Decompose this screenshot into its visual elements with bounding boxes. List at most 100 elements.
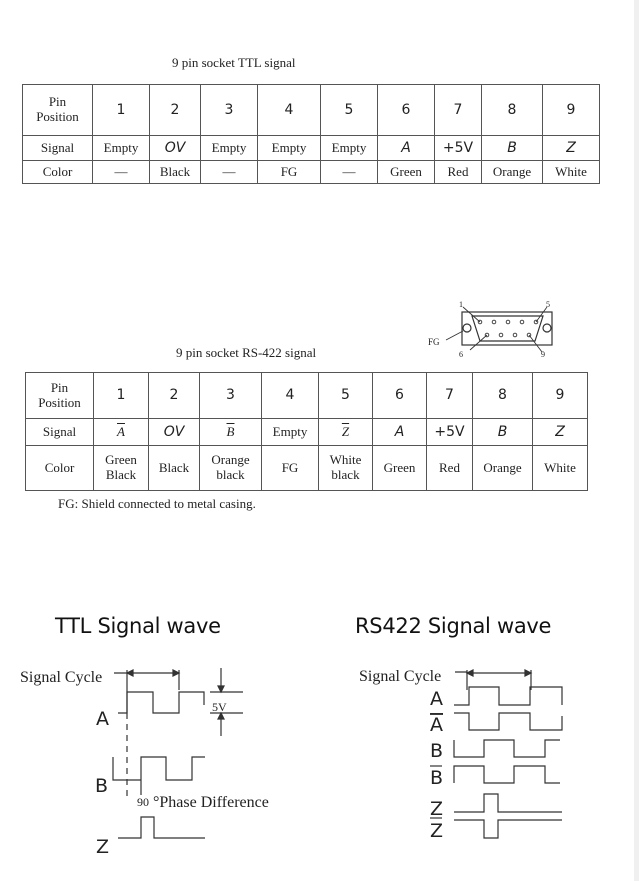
ttl-wave-b — [112, 756, 205, 795]
ttl-channel-a-label: A — [96, 708, 109, 730]
wire-color-cell: Green — [377, 160, 435, 184]
pin-number-cell: 9 — [532, 372, 588, 419]
rs422-wave-title: RS422 Signal wave — [355, 614, 552, 638]
signal-value: A — [401, 139, 411, 156]
wire-color-text: FG — [280, 163, 298, 179]
signal-cell: Empty — [320, 135, 378, 161]
connector-fg-label: FG — [428, 337, 440, 347]
rs422-channel-z-inverted-label: Z — [430, 820, 443, 842]
wire-color-cell: Black — [149, 160, 201, 184]
wire-color-cell: Green — [372, 445, 427, 491]
signal-cell: A — [372, 418, 427, 446]
pin-number-cell: 3 — [200, 84, 258, 136]
row-header-color: Color — [25, 445, 94, 491]
rs422-channel-a-inverted-label: A — [430, 714, 443, 736]
signal-value: B — [507, 139, 517, 156]
wire-color-text: — — [222, 163, 236, 179]
rs422-channel-a-label: A — [430, 688, 443, 710]
wire-color-cell: Red — [426, 445, 473, 491]
rs422-wave-a — [454, 686, 563, 706]
wire-color-text: Orange — [211, 452, 250, 468]
signal-value: +5V — [434, 423, 465, 440]
pin-number-cell: 6 — [372, 372, 427, 419]
wire-color-cell: Orange — [481, 160, 543, 184]
connector-pin-6-label: 6 — [459, 350, 463, 359]
wire-color-text: White — [544, 459, 576, 475]
connector-pin-5-label: 5 — [546, 300, 550, 309]
pin-number-cell: 8 — [481, 84, 543, 136]
wire-color-text: FG — [281, 459, 299, 475]
signal-value: Z — [566, 139, 576, 156]
wire-color-text: Black — [105, 467, 137, 482]
pin-number-cell: 7 — [434, 84, 482, 136]
ttl-wave-a — [118, 691, 205, 714]
pin-number-cell: 9 — [542, 84, 600, 136]
rs422-channel-b-label: B — [430, 740, 443, 762]
wire-color-text: Black — [158, 459, 190, 475]
ttl-channel-b-label: B — [95, 775, 108, 797]
wire-color-cell: FG — [261, 445, 319, 491]
fg-note: FG: Shield connected to metal casing. — [58, 496, 256, 511]
signal-cell: Empty — [261, 418, 319, 446]
wire-color-cell: White — [542, 160, 600, 184]
rs422-wave-z-inverted — [454, 819, 562, 839]
ttl-signal-cycle-label: Signal Cycle — [20, 669, 102, 686]
wire-color-text: black — [216, 467, 245, 482]
row-header-text: Pin — [48, 94, 67, 110]
wire-color-text: — — [342, 163, 356, 179]
signal-cell: B — [472, 418, 533, 446]
db9-connector-diagram: 1 5 6 9 FG — [428, 300, 553, 359]
row-header-color: Color — [22, 160, 93, 184]
signal-value: Z — [341, 423, 350, 439]
wire-color-text: — — [114, 163, 128, 179]
rs422-channel-b-inverted-label: B — [430, 767, 443, 789]
ttl-wave-title: TTL Signal wave — [55, 614, 221, 638]
wire-color-text: White — [329, 452, 362, 468]
wire-color-text: Orange — [483, 459, 522, 475]
signal-cell: Empty — [257, 135, 321, 161]
pin-number-cell: 8 — [472, 372, 533, 419]
wire-color-cell: White — [532, 445, 588, 491]
wire-color-text: Green — [383, 459, 416, 475]
wire-color-text: Orange — [492, 163, 532, 179]
ttl-table-caption: 9 pin socket TTL signal — [172, 55, 296, 70]
signal-value: Empty — [211, 139, 247, 155]
wire-color-text: Green — [105, 452, 137, 468]
connector-pin-1-label: 1 — [459, 300, 463, 309]
rs422-wave-a-inverted — [454, 712, 563, 731]
ttl-channel-z-label: Z — [96, 836, 109, 858]
ttl-phase-value: 90 — [137, 795, 149, 809]
rs422-wave-diagram: Signal Cycle A A B B Z Z — [359, 668, 563, 842]
signal-value: Z — [555, 423, 565, 440]
signal-value: Empty — [271, 139, 307, 155]
signal-value: B — [497, 423, 508, 440]
signal-value: OV — [163, 423, 185, 440]
wire-color-text: black — [331, 467, 360, 482]
signal-cell: +5V — [434, 135, 482, 161]
pin-number-cell: 3 — [199, 372, 262, 419]
wire-color-text: Red — [439, 459, 460, 475]
wire-color-cell: Red — [434, 160, 482, 184]
row-header-signal: Signal — [22, 135, 93, 161]
wire-color-cell: — — [320, 160, 378, 184]
wire-color-text: Red — [447, 163, 469, 179]
ttl-wave-z — [118, 816, 205, 839]
signal-cell: A — [377, 135, 435, 161]
rs422-signal-cycle-label: Signal Cycle — [359, 668, 441, 685]
signal-value: A — [117, 423, 125, 439]
connector-pin-9-label: 9 — [541, 350, 545, 359]
signal-value: Empty — [272, 423, 308, 439]
wire-color-text: Black — [159, 163, 191, 179]
wire-color-cell: — — [92, 160, 150, 184]
wire-color-cell: FG — [257, 160, 321, 184]
ttl-wave-diagram: Signal Cycle 5V A B 90 °Phase Difference… — [20, 668, 269, 858]
signal-cell: Empty — [92, 135, 150, 161]
table-row-color: Color — Black — FG — Green Red Orange White — [22, 160, 600, 184]
